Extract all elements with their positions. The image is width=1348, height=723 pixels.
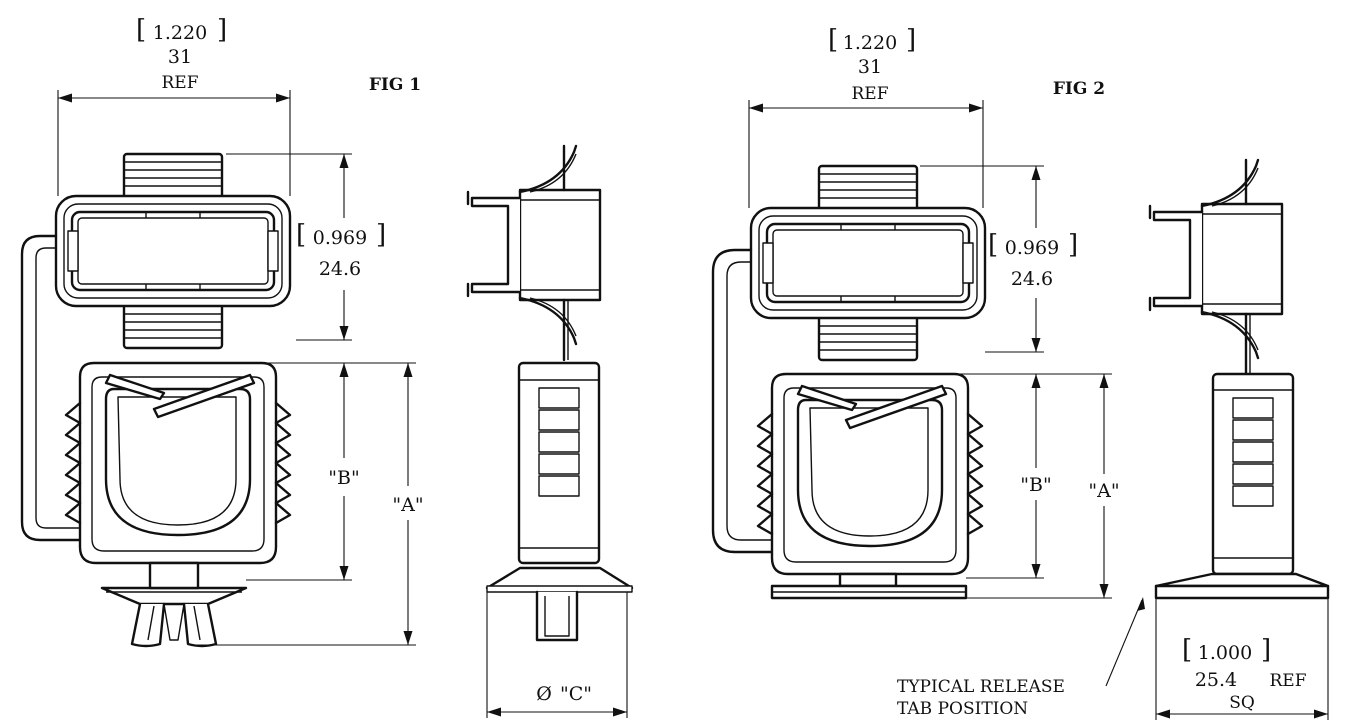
fig2-width-ref: REF — [851, 84, 888, 104]
fig1-diameter-symbol: Ø — [536, 683, 552, 705]
fig2-dim-b: "B" — [1020, 474, 1051, 496]
fig2-side-view — [1148, 158, 1330, 600]
svg-text:]: ] — [217, 15, 227, 45]
fig2-dim-a: "A" — [1088, 480, 1119, 502]
fig1-dim-b: "B" — [328, 467, 359, 489]
svg-text:]: ] — [1068, 230, 1078, 260]
fig2-dimensions: [ ] 1.220 31 REF FIG 2 [ ] 0.969 24.6 "B… — [748, 25, 1329, 720]
fig1-dimensions: [ ] 1.220 31 REF FIG 1 [ ] 0.969 24.6 "B… — [57, 15, 628, 718]
svg-text:[: [ — [828, 25, 838, 55]
fig2-height-mm: 24.6 — [1011, 268, 1053, 290]
fig2-base-ref: REF — [1269, 671, 1306, 691]
svg-text:[: [ — [1182, 635, 1192, 665]
fig1-height-inch: 0.969 — [313, 227, 367, 249]
svg-text:]: ] — [1261, 635, 1271, 665]
fig1-width-ref: REF — [161, 73, 198, 93]
fig2-base-inch: 1.000 — [1198, 642, 1252, 664]
fig1-width-mm: 31 — [168, 46, 192, 68]
fig1-dim-c: "C" — [560, 683, 592, 705]
fig2-label: FIG 2 — [1053, 79, 1105, 99]
fig2-release-line2: TAB POSITION — [897, 699, 1028, 719]
fig2-base-mm: 25.4 — [1195, 669, 1237, 691]
fig1-dim-a: "A" — [392, 494, 423, 516]
fig1-front-view — [20, 152, 292, 648]
fig2-release-line1: TYPICAL RELEASE — [897, 677, 1065, 697]
fig2-width-inch: 1.220 — [843, 32, 897, 54]
fig2-width-mm: 31 — [858, 56, 882, 78]
fig1-label: FIG 1 — [369, 75, 421, 95]
svg-text:[: [ — [136, 15, 146, 45]
fig2-front-view — [711, 164, 987, 600]
svg-text:[: [ — [296, 220, 306, 250]
svg-text:]: ] — [906, 25, 916, 55]
fig2-base-sq: SQ — [1229, 693, 1255, 713]
fig1-height-mm: 24.6 — [319, 258, 361, 280]
fig2-height-inch: 0.969 — [1005, 237, 1059, 259]
fig1-width-inch: 1.220 — [153, 22, 207, 44]
fig1-side-view — [466, 144, 634, 642]
svg-text:]: ] — [376, 220, 386, 250]
svg-text:[: [ — [988, 230, 998, 260]
